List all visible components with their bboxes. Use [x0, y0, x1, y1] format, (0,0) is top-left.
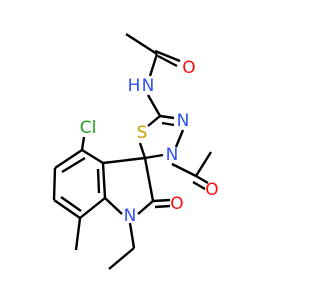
bond — [194, 151, 213, 177]
bond — [157, 54, 178, 68]
bond — [104, 197, 123, 215]
bond — [138, 142, 147, 159]
bond — [74, 217, 82, 251]
bond — [159, 114, 175, 120]
bond — [171, 162, 197, 178]
atom-label-n-amide: N — [142, 76, 155, 96]
bond — [79, 197, 106, 219]
bond — [54, 149, 83, 169]
bond — [161, 121, 175, 127]
atom-label-o-lactam: O — [170, 194, 183, 214]
bond — [154, 49, 181, 63]
bond — [60, 196, 82, 212]
bond — [128, 222, 136, 249]
bond — [192, 180, 206, 191]
bond — [146, 94, 162, 117]
bond — [81, 148, 104, 165]
bond-layer — [52, 32, 213, 270]
molecule-structure: O N H S N N Cl O O N — [52, 32, 219, 270]
molecule-diagram: O N H S N N Cl O O N — [52, 32, 219, 270]
bond — [52, 167, 57, 201]
bond — [125, 32, 158, 56]
bond — [101, 162, 107, 199]
bond — [61, 156, 86, 174]
bond — [195, 174, 209, 185]
bond — [137, 200, 154, 215]
atom-label-h-amide: H — [128, 76, 141, 96]
atom-label-layer: O N H S N N Cl O O N — [80, 58, 219, 226]
atom-label-o-amide: O — [182, 58, 195, 78]
atom-label-o-acetyl: O — [205, 180, 218, 200]
atom-label-n-ring-top: N — [177, 111, 190, 131]
bond — [174, 129, 185, 148]
atom-label-s-ring: S — [137, 123, 148, 143]
bond — [154, 204, 171, 209]
bond — [144, 153, 164, 160]
bond — [147, 115, 161, 127]
bond — [152, 198, 171, 203]
bond — [96, 168, 101, 194]
bond — [80, 136, 86, 151]
atom-label-cl: Cl — [80, 118, 97, 138]
bond — [53, 199, 81, 219]
bond — [102, 156, 146, 165]
bond — [148, 53, 159, 77]
bond — [108, 247, 135, 270]
bond — [143, 157, 155, 202]
atom-label-n-ring-acetyl: N — [166, 145, 179, 165]
atom-label-n-indole: N — [124, 206, 137, 226]
